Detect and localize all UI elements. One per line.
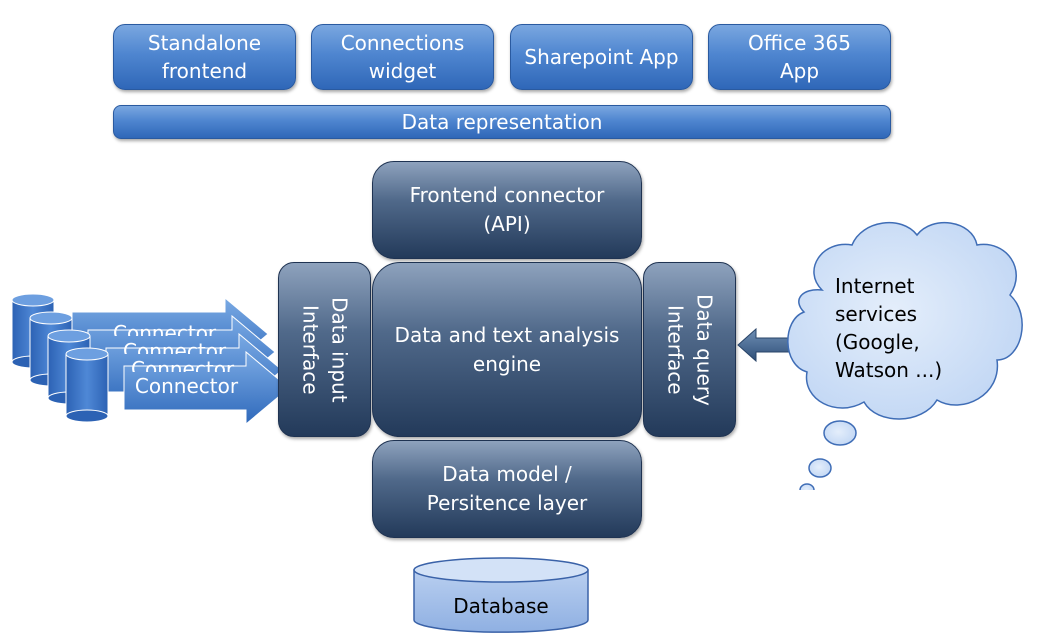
app-box-connections-widget: Connections widget [311,24,494,90]
app-label-line1: Connections [340,31,465,55]
engine-line2: engine [472,351,542,376]
connector-arrow-icon [123,350,290,426]
connector-label: Connector [134,374,239,398]
data-query-line2: Interface [663,304,688,395]
frontend-connector-line2: (API) [483,212,531,236]
cloud-line-2: services [835,302,918,326]
data-input-line1: Data input [327,296,352,403]
data-representation-bar: Data representation [113,105,891,139]
data-model-line2: Persitence layer [426,491,588,515]
data-query-line1: Data query [692,293,717,406]
app-box-standalone-frontend: Standalone frontend [113,24,296,90]
cloud-line-3: (Google, [835,330,920,354]
connector-cylinder-icon [65,347,109,423]
cloud-text: Internet services (Google, Watson ...) [835,272,995,392]
analysis-engine-box: Data and text analysis engine [372,262,642,437]
app-box-sharepoint-app: Sharepoint App [510,24,693,90]
app-label-line2: widget [368,59,437,83]
data-model-box: Data model / Persitence layer [372,440,642,538]
frontend-connector-box: Frontend connector (API) [372,161,642,259]
app-label-line1: Standalone [147,31,262,55]
data-input-line2: Interface [298,304,323,395]
data-model-line1: Data model / [442,462,572,486]
app-label-line1: Sharepoint App [524,45,679,69]
connector-group [11,293,290,426]
cloud-icon [787,221,1023,490]
data-representation-label: Data representation [401,110,603,134]
cloud-line-1: Internet [835,274,915,298]
app-label-line2: frontend [161,59,248,83]
frontend-connector-line1: Frontend connector [409,183,605,207]
engine-line1: Data and text analysis [394,322,620,347]
cloud-line-4: Watson ...) [835,358,943,382]
database-label: Database [453,594,549,618]
connector-label: Connector [113,321,217,336]
database-cylinder-icon [413,557,589,633]
app-label-line1: Office 365 [748,31,851,55]
connector-label: Connector [123,339,227,354]
app-label-line2: App [779,59,820,83]
connector-label: Connector [131,357,235,372]
